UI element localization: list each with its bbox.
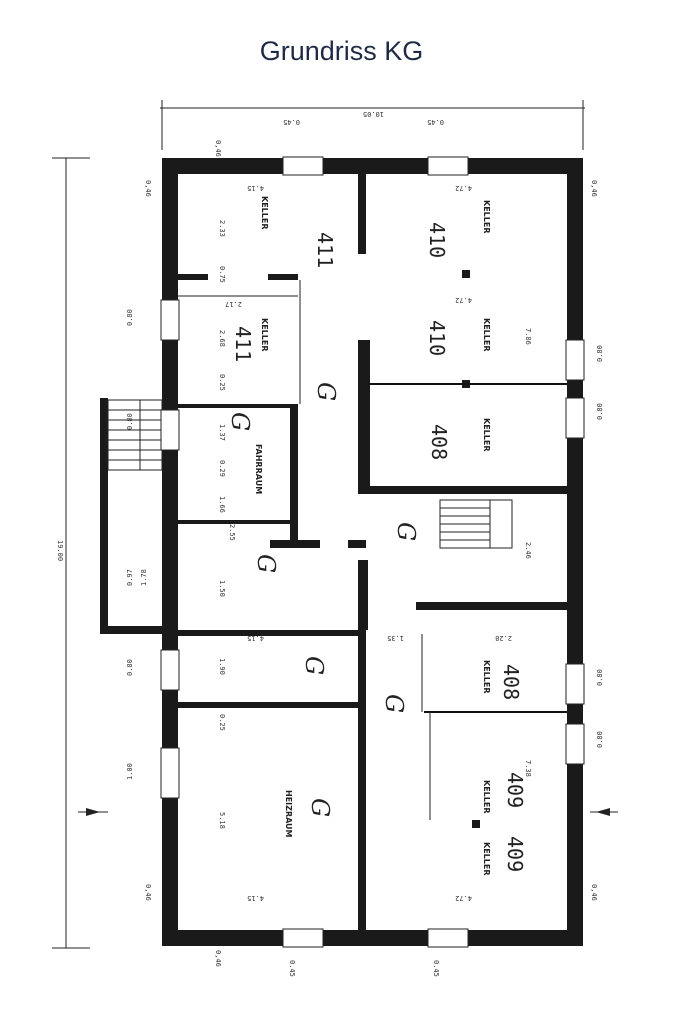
dim-472-mid: 4.72 bbox=[455, 296, 472, 304]
dim-029: 0.29 bbox=[218, 460, 226, 477]
room-408-top-label: KELLER bbox=[482, 418, 491, 451]
page-title: Grundriss KG bbox=[259, 36, 424, 66]
dim-win-bottom-right: 0.45 bbox=[432, 960, 440, 977]
room-411-top-label: KELLER bbox=[260, 196, 269, 229]
room-409-bottom-label: KELLER bbox=[482, 842, 491, 875]
dim-win-080-e: 0.80 bbox=[596, 403, 604, 420]
dim-total-width: 10.05 bbox=[363, 110, 384, 118]
dim-wall-bottom-left: 0,46 bbox=[214, 950, 222, 967]
dim-190: 1.90 bbox=[218, 658, 226, 675]
dim-075: 0.75 bbox=[218, 266, 226, 283]
dim-246: 2.46 bbox=[524, 542, 532, 559]
dim-150: 1.50 bbox=[218, 580, 226, 597]
room-411-top: 411 bbox=[313, 232, 337, 268]
dim-415-mid: 4.15 bbox=[247, 634, 264, 642]
room-labels: 411 KELLER 410 KELLER 411 KELLER 410 KEL… bbox=[231, 196, 527, 875]
dim-win-100: 1.00 bbox=[126, 763, 134, 780]
heizraum-label: HEIZRAUM bbox=[284, 790, 293, 838]
section-markers bbox=[78, 808, 618, 816]
g-symbol-lower-hall: G bbox=[252, 554, 280, 573]
staircase-annex bbox=[100, 398, 166, 634]
room-408-top: 408 bbox=[427, 424, 451, 460]
g-symbols: G G G G G G G bbox=[226, 382, 420, 817]
dim-win-080-d: 0.80 bbox=[596, 345, 604, 362]
dim-166: 1.66 bbox=[218, 496, 226, 513]
dim-415-bottom: 4.15 bbox=[247, 894, 264, 902]
g-symbol-corridor-bottom: G bbox=[380, 694, 408, 713]
dim-win-080-b: 0.80 bbox=[126, 413, 134, 430]
dim-472-top: 4.72 bbox=[455, 184, 472, 192]
room-409-top: 409 bbox=[503, 772, 527, 808]
room-410-top-label: KELLER bbox=[482, 200, 491, 233]
room-410-top: 410 bbox=[425, 222, 449, 258]
dim-win-bottom-left: 0.45 bbox=[288, 960, 296, 977]
dim-win-080-f: 0.80 bbox=[596, 669, 604, 686]
dim-wall-left-top: 0,46 bbox=[144, 180, 152, 197]
dim-total-height: 19.00 bbox=[56, 540, 64, 561]
dim-win-top-right: 0.45 bbox=[427, 118, 444, 126]
dim-518: 5.18 bbox=[218, 812, 226, 829]
room-408-bottom-label: KELLER bbox=[482, 660, 491, 693]
room-408-bottom: 408 bbox=[499, 664, 523, 700]
dim-217: 2.17 bbox=[225, 300, 242, 308]
g-symbol-corridor-top: G bbox=[312, 382, 340, 401]
windows bbox=[160, 156, 585, 948]
dim-472-bottom: 4.72 bbox=[455, 894, 472, 902]
fahrraum-label: FAHRRAUM bbox=[254, 444, 263, 494]
dim-wall-left-bottom: 0,46 bbox=[144, 884, 152, 901]
room-411-bottom: 411 bbox=[231, 326, 255, 362]
room-409-bottom: 409 bbox=[503, 836, 527, 872]
dim-738: 7.38 bbox=[524, 760, 532, 777]
dim-135: 1.35 bbox=[387, 634, 404, 642]
dim-win-097: 0.97 bbox=[126, 569, 134, 586]
dim-137: 1.37 bbox=[218, 424, 226, 441]
dim-025-b: 0.25 bbox=[218, 714, 226, 731]
dim-415-top: 4.15 bbox=[247, 184, 264, 192]
dim-268: 2.68 bbox=[218, 330, 226, 347]
top-dimension: 10.05 bbox=[160, 100, 585, 150]
dim-786: 7.86 bbox=[524, 328, 532, 345]
interior-walls bbox=[178, 174, 567, 930]
g-symbol-middle: G bbox=[300, 656, 328, 675]
dim-233: 2.33 bbox=[218, 220, 226, 237]
g-symbol-hall: G bbox=[392, 522, 420, 541]
room-409-top-label: KELLER bbox=[482, 780, 491, 813]
dim-win-178: 1.78 bbox=[140, 569, 148, 586]
dim-win-080-g: 0.80 bbox=[596, 731, 604, 748]
dim-228: 2.28 bbox=[495, 634, 512, 642]
dimension-labels: 0,46 0,46 0,46 0,46 0,46 0,46 4.15 4.72 … bbox=[126, 118, 604, 977]
dim-win-080-c: 0.80 bbox=[126, 659, 134, 676]
left-dimension: 19.00 bbox=[52, 157, 90, 949]
room-410-bottom-label: KELLER bbox=[482, 318, 491, 351]
room-411-bottom-label: KELLER bbox=[260, 318, 269, 351]
dim-wall-right-bottom: 0,46 bbox=[590, 884, 598, 901]
g-symbol-heizraum: G bbox=[306, 798, 334, 817]
g-symbol-fahrraum: G bbox=[226, 412, 254, 431]
dim-win-080-a: 0.80 bbox=[126, 309, 134, 326]
dim-wall-top-left: 0,46 bbox=[214, 140, 222, 157]
dim-wall-right-top: 0,46 bbox=[590, 180, 598, 197]
dim-025-a: 0.25 bbox=[218, 374, 226, 391]
staircase-right bbox=[439, 499, 513, 549]
room-410-bottom: 410 bbox=[425, 320, 449, 356]
dim-255: 2.55 bbox=[228, 524, 236, 541]
dim-win-top-left: 0.45 bbox=[283, 118, 300, 126]
